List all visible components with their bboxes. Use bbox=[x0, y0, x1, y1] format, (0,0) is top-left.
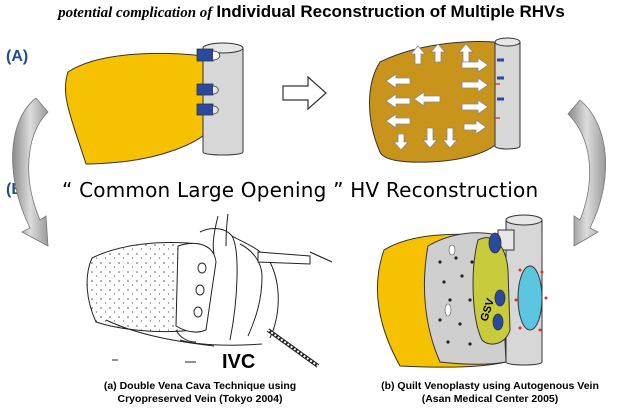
right-arrow-icon bbox=[461, 77, 489, 93]
caption-a-line1: (a) Double Vena Cava Technique using bbox=[103, 380, 297, 392]
left-arrow-icon bbox=[385, 73, 411, 89]
quilt-patch bbox=[514, 265, 548, 332]
up-arrow-icon bbox=[458, 43, 474, 63]
rhv-anastomosis-1 bbox=[196, 48, 221, 62]
congestion-arrows bbox=[385, 43, 489, 151]
caption-b: (b) Quilt Venoplasty using Autogenous Ve… bbox=[365, 380, 615, 406]
right-arrow-icon bbox=[461, 99, 489, 115]
down-arrow-icon bbox=[393, 133, 409, 151]
gsv-graft bbox=[472, 232, 511, 345]
rhv-anastomosis-3 bbox=[196, 103, 219, 116]
ivc-vessel-a2 bbox=[494, 37, 521, 150]
caption-b-line2: (Asan Medical Center 2005) bbox=[421, 393, 559, 405]
liver-before bbox=[64, 52, 211, 165]
caption-b-line1: (b) Quilt Venoplasty using Autogenous Ve… bbox=[381, 380, 599, 392]
left-arrow-icon bbox=[385, 113, 411, 129]
section-a-label: (A) bbox=[6, 48, 29, 65]
section-b-heading: “ Common Large Opening ” HV Reconstructi… bbox=[62, 178, 539, 202]
title-bold: Individual Reconstruction of Multiple RH… bbox=[216, 2, 565, 21]
right-arrow-icon bbox=[282, 75, 327, 111]
double-vena-cava-drawing bbox=[86, 213, 333, 368]
up-arrow-icon bbox=[430, 43, 446, 63]
caption-a: (a) Double Vena Cava Technique using Cry… bbox=[85, 380, 315, 406]
ivc-label: IVC bbox=[222, 351, 255, 373]
up-arrow-icon bbox=[410, 45, 426, 65]
right-arrow-icon bbox=[463, 119, 487, 135]
right-arrow-icon bbox=[461, 57, 489, 73]
left-arrow-icon bbox=[385, 93, 411, 109]
down-arrow-icon bbox=[422, 127, 438, 149]
page-title: potential complication of Individual Rec… bbox=[0, 2, 623, 22]
rhv-anastomosis-2 bbox=[196, 83, 219, 96]
left-arrow-icon bbox=[413, 91, 441, 107]
curved-arrow-left-icon bbox=[12, 97, 49, 247]
curved-arrow-right-icon bbox=[567, 99, 606, 247]
title-italic: potential complication of bbox=[58, 5, 213, 21]
down-arrow-icon bbox=[442, 127, 458, 149]
caption-a-line2: Cryopreserved Vein (Tokyo 2004) bbox=[117, 393, 283, 405]
